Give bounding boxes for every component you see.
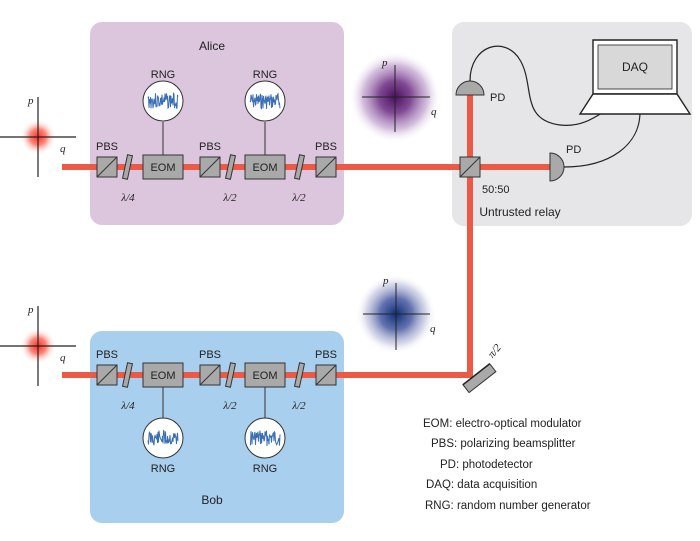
- legend-item-daq: DAQ: data acquisition: [426, 479, 537, 491]
- bob-rng-2-label: RNG: [253, 463, 277, 475]
- phase-mirror: [462, 363, 497, 394]
- bob-pbs-2-label: PBS: [199, 349, 221, 361]
- alice-eom-1: [142, 154, 184, 180]
- bob-state-p-label: p: [382, 275, 389, 287]
- beamsplitter-diagonal: [459, 156, 481, 178]
- bob-pbs-1-diagonal: [96, 364, 118, 386]
- alice-eom-2: [244, 154, 286, 180]
- bob-pbs-1-label: PBS: [96, 349, 118, 361]
- bob-input-p-label: p: [27, 304, 34, 316]
- alice-hwp-1-label: λ/2: [222, 192, 237, 204]
- alice-pbs-1-label: PBS: [96, 141, 118, 153]
- alice-hwp-1: [224, 154, 237, 180]
- bob-hwp-1: [224, 362, 237, 388]
- alice-rng-1-label: RNG: [151, 69, 175, 81]
- bob-input-state: p q: [0, 304, 76, 386]
- bob-title: Bob: [201, 493, 223, 507]
- alice-eom-2-label: EOM: [252, 162, 277, 174]
- daq-label: DAQ: [622, 60, 648, 74]
- relay-components: 50:50 PD PD DAQ: [455, 39, 692, 196]
- bob-eom-2-label: EOM: [252, 370, 277, 382]
- alice-pbs-3-label: PBS: [315, 141, 337, 153]
- bob-hwp-1-label: λ/2: [222, 400, 237, 412]
- legend-item-eom: EOM: electro-optical modulator: [423, 418, 582, 430]
- bob-qwp-label: λ/4: [120, 400, 135, 412]
- legend-item-pbs: PBS: polarizing beamsplitter: [431, 438, 576, 450]
- alice-pbs-2-label: PBS: [199, 141, 221, 153]
- relay-title: Untrusted relay: [479, 205, 560, 219]
- bob-pbs-2-diagonal: [199, 364, 221, 386]
- alice-rng-2-label: RNG: [253, 69, 277, 81]
- phase-mirror-face: [462, 363, 491, 386]
- alice-rng-2-noise: [249, 92, 281, 110]
- bob-components: PBS λ/4 EOM PBS λ/2 EOM λ/2 PBS RNG RNG: [96, 349, 337, 475]
- cable-top-pd: [469, 45, 613, 126]
- bob-pbs-3-label: PBS: [315, 349, 337, 361]
- bob-qwp: [121, 362, 134, 388]
- alice-modulated-state: p q: [349, 51, 441, 143]
- alice-state-p-label: p: [381, 57, 388, 69]
- photodetector-right: [549, 152, 565, 182]
- alice-hwp-2-label: λ/2: [291, 192, 306, 204]
- alice-input-q-label: q: [60, 143, 66, 155]
- alice-title: Alice: [199, 39, 225, 53]
- bob-eom-1-label: EOM: [150, 370, 175, 382]
- alice-qwp-label: λ/4: [120, 192, 135, 204]
- daq-laptop: DAQ: [578, 39, 692, 115]
- legend-item-rng: RNG: random number generator: [425, 500, 591, 512]
- legend: EOM: electro-optical modulator PBS: pola…: [423, 418, 591, 512]
- alice-qwp: [121, 154, 134, 180]
- photodetector-top-label: PD: [490, 92, 505, 104]
- bob-rng-1-label: RNG: [151, 463, 175, 475]
- alice-pbs-2-diagonal: [199, 156, 221, 178]
- alice-rng-1-noise: [147, 91, 179, 110]
- photodetector-top: [455, 80, 485, 96]
- alice-pbs-3-diagonal: [315, 156, 337, 178]
- bob-pbs-3-diagonal: [315, 364, 337, 386]
- bob-input-q-label: q: [60, 352, 66, 364]
- bob-modulated-state: p q: [356, 274, 436, 354]
- alice-input-state: p q: [0, 95, 76, 177]
- laptop-screen: [597, 44, 673, 90]
- alice-eom-1-label: EOM: [150, 162, 175, 174]
- alice-components: PBS λ/4 EOM PBS λ/2 EOM λ/2 PBS RNG RNG: [96, 69, 337, 204]
- bob-rng-2-noise: [249, 430, 281, 447]
- alice-pbs-1-diagonal: [96, 156, 118, 178]
- phase-mirror-label: π/2: [486, 342, 505, 361]
- bob-state-q-label: q: [430, 323, 436, 335]
- cable-right-pd: [563, 111, 641, 168]
- legend-item-pd: PD: photodetector: [440, 459, 533, 471]
- alice-hwp-2: [293, 154, 306, 180]
- bob-hwp-2-label: λ/2: [291, 400, 306, 412]
- beamsplitter-label: 50:50: [482, 184, 510, 196]
- bob-rng-1-noise: [147, 429, 179, 446]
- alice-state-q-label: q: [431, 106, 437, 118]
- alice-input-p-label: p: [27, 95, 34, 107]
- photodetector-right-label: PD: [566, 144, 581, 156]
- laptop-keyboard: [578, 93, 692, 115]
- bob-hwp-2: [293, 362, 306, 388]
